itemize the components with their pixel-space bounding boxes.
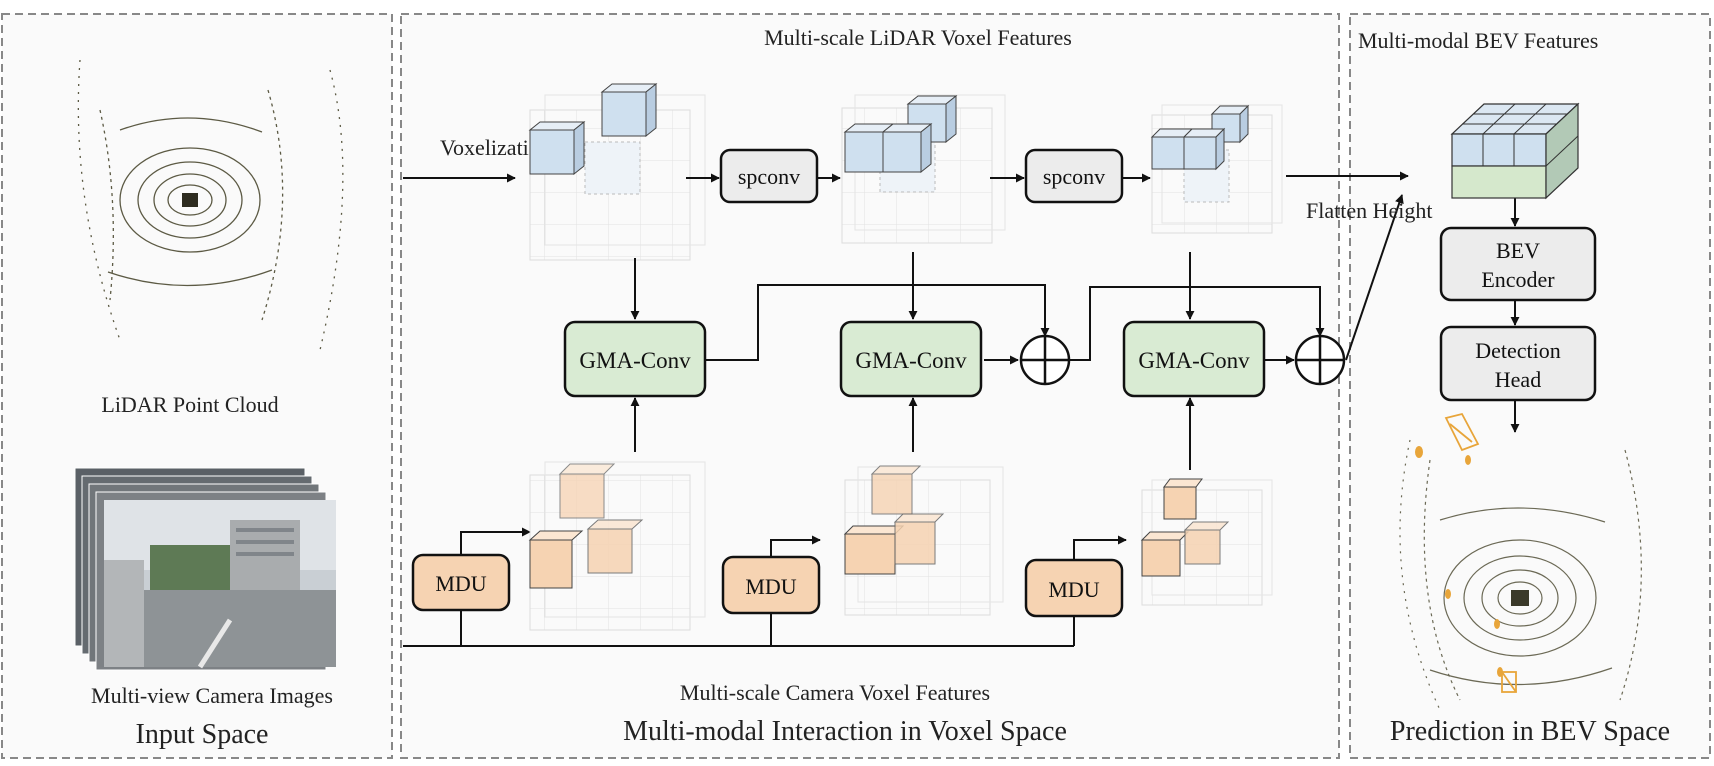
camera-images-label: Multi-view Camera Images bbox=[91, 683, 333, 708]
spconv-block-2: spconv bbox=[1024, 148, 1124, 204]
voxel-space-title: Multi-modal Interaction in Voxel Space bbox=[623, 716, 1067, 747]
mdu-block-2: MDU bbox=[721, 555, 821, 615]
lidar-voxel-cube bbox=[1182, 127, 1226, 171]
gma-conv-3-label: GMA-Conv bbox=[1138, 348, 1250, 373]
camera-voxel-cube bbox=[1163, 478, 1203, 520]
lidar-voxel-grid-2 bbox=[841, 94, 1006, 244]
camera-voxel-features-label: Multi-scale Camera Voxel Features bbox=[680, 680, 990, 705]
camera-image-front bbox=[104, 500, 336, 669]
camera-voxel-cube bbox=[1140, 531, 1190, 577]
mdu-block-3: MDU bbox=[1024, 558, 1124, 618]
mdu-1-label: MDU bbox=[435, 571, 486, 596]
detection-box bbox=[1444, 412, 1480, 452]
camera-voxel-cube bbox=[1183, 521, 1230, 565]
bev-encoder-label-line1: BEV bbox=[1496, 238, 1540, 263]
sum-node-1 bbox=[1019, 334, 1071, 386]
mdu-3-label: MDU bbox=[1048, 577, 1099, 602]
camera-voxel-grid-1 bbox=[528, 461, 706, 631]
sum-node-2 bbox=[1294, 334, 1346, 386]
lidar-voxel-cube bbox=[843, 123, 895, 173]
bev-encoder-block: BEV Encoder bbox=[1439, 226, 1597, 302]
mdu-block-1: MDU bbox=[411, 553, 511, 612]
input-space-title: Input Space bbox=[136, 719, 269, 750]
lidar-voxel-grid-1 bbox=[528, 82, 706, 261]
camera-voxel-cube bbox=[558, 463, 616, 519]
gma-conv-block-1: GMA-Conv bbox=[563, 320, 707, 398]
lidar-voxel-features-label: Multi-scale LiDAR Voxel Features bbox=[764, 25, 1072, 50]
flatten-height-label: Flatten Height bbox=[1306, 198, 1432, 223]
bev-feature-block bbox=[1450, 102, 1580, 200]
lidar-voxel-cube bbox=[528, 120, 586, 176]
camera-voxel-cube bbox=[586, 519, 644, 574]
lidar-voxel-cube bbox=[881, 122, 933, 174]
camera-images-stack bbox=[74, 467, 336, 671]
detection-head-label-line1: Detection bbox=[1475, 338, 1561, 363]
lidar-voxel-grid-3 bbox=[1150, 104, 1283, 234]
camera-voxel-cube bbox=[870, 465, 922, 515]
detection-box bbox=[1501, 671, 1517, 693]
lidar-point-cloud-label: LiDAR Point Cloud bbox=[101, 392, 278, 417]
camera-voxel-cube bbox=[893, 513, 945, 565]
bev-prediction-image bbox=[1399, 412, 1642, 711]
spconv-2-label: spconv bbox=[1043, 164, 1105, 189]
camera-voxel-grid-3 bbox=[1140, 478, 1273, 606]
lidar-point-cloud-image bbox=[77, 59, 344, 351]
spconv-block-1: spconv bbox=[719, 148, 819, 204]
bev-space-title: Prediction in BEV Space bbox=[1390, 716, 1670, 747]
bev-features-label: Multi-modal BEV Features bbox=[1358, 28, 1598, 53]
detection-head-label-line2: Head bbox=[1495, 367, 1541, 392]
gma-conv-block-3: GMA-Conv bbox=[1122, 320, 1266, 398]
gma-conv-block-2: GMA-Conv bbox=[839, 320, 983, 398]
spconv-1-label: spconv bbox=[738, 164, 800, 189]
camera-voxel-grid-2 bbox=[843, 465, 1004, 616]
camera-voxel-cube bbox=[843, 525, 905, 575]
mdu-2-label: MDU bbox=[745, 574, 796, 599]
camera-voxel-cube bbox=[528, 530, 584, 589]
bev-encoder-label-line2: Encoder bbox=[1481, 267, 1555, 292]
gma-conv-2-label: GMA-Conv bbox=[855, 348, 967, 373]
detection-head-block: Detection Head bbox=[1439, 325, 1597, 402]
lidar-voxel-cube bbox=[600, 82, 658, 138]
gma-conv-1-label: GMA-Conv bbox=[579, 348, 691, 373]
connector-arrows bbox=[403, 171, 1520, 647]
lidar-voxel-cube bbox=[1150, 128, 1194, 170]
lidar-voxel-cube bbox=[1210, 104, 1250, 144]
